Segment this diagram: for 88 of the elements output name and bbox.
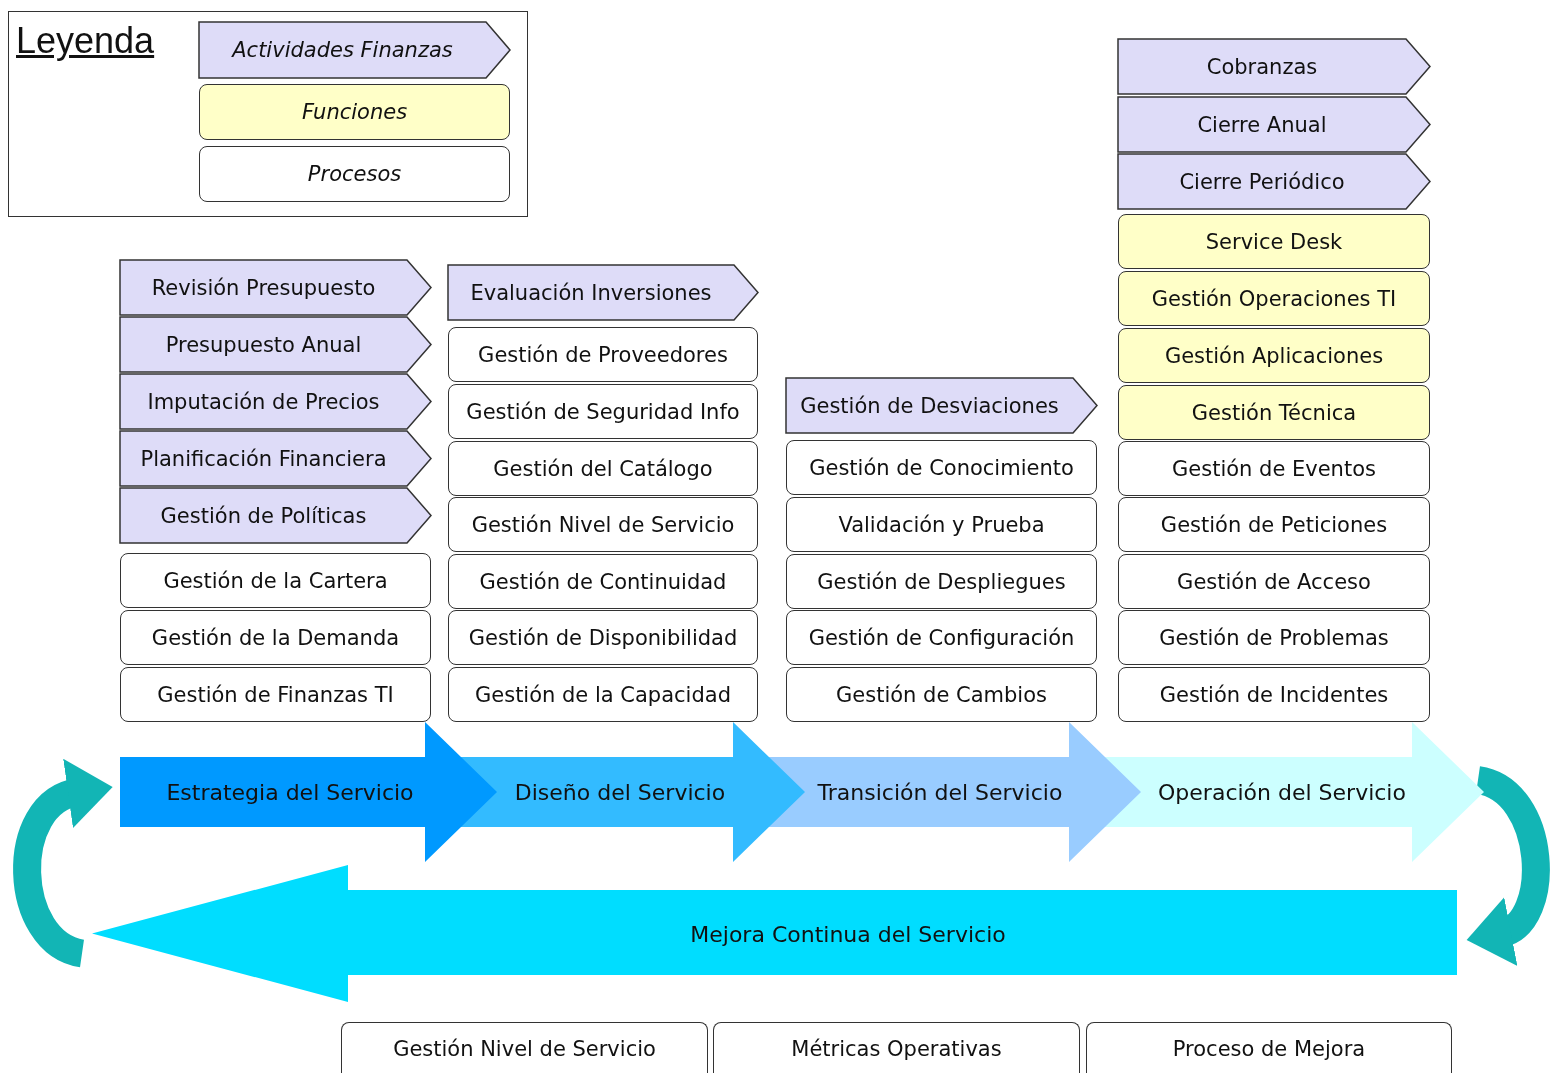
process-box [786,554,1097,609]
activity-label: Cobranzas [1206,54,1319,79]
box-label: Gestión Aplicaciones [1164,343,1384,368]
box-label: Gestión de Cambios [836,682,1047,707]
box-label: Gestión de Configuración [808,625,1075,650]
phase-label: Estrategia del Servicio [166,779,414,805]
box-label: Gestión Técnica [1191,400,1357,425]
activity-label: Imputación de Precios [147,389,381,414]
box-label: Gestión de Problemas [1159,625,1389,650]
improvement-label: Mejora Continua del Servicio [690,921,1006,946]
phase-label: Transición del Servicio [817,779,1063,805]
box-label: Gestión de Peticiones [1160,512,1388,537]
process-box [1118,667,1430,722]
box-label: Gestión de la Cartera [163,568,388,593]
phase-chevron-box [120,722,497,862]
activity-pentagon [120,374,431,429]
activity-pentagon [120,317,431,372]
box-label: Gestión de Finanzas TI [157,682,394,707]
function-box [1118,271,1430,326]
phase-chevron-box [1141,722,1484,862]
box-label: Validación y Prueba [838,512,1045,537]
phase-chevron-box [805,722,1141,862]
box-label: Gestión de Despliegues [817,569,1066,594]
activity-pentagon [786,378,1097,433]
box-label: Gestión de la Demanda [151,625,400,650]
activity-pentagon [120,260,431,315]
process-box [341,1022,708,1073]
legend-label: Procesos [307,162,402,186]
box-label: Gestión de Eventos [1172,456,1376,481]
process-box [713,1022,1080,1073]
process-box [120,610,431,665]
box-label: Service Desk [1205,229,1343,254]
activity-label: Gestión de Políticas [160,503,368,528]
process-box [786,610,1097,665]
process-box [448,497,758,552]
box-label: Gestión de Seguridad Info [466,399,740,424]
activity-label: Cierre Anual [1197,112,1328,137]
function-box [1118,328,1430,383]
activity-pentagon [1118,154,1430,209]
process-box [1118,441,1430,496]
activity-label: Gestión de Desviaciones [800,393,1060,418]
function-box [1118,214,1430,269]
process-box [1118,497,1430,552]
process-box [448,384,758,439]
process-box [120,667,431,722]
process-box [1118,554,1430,609]
activity-label: Cierre Periódico [1179,169,1346,194]
activity-label: Evaluación Inversiones [470,280,713,305]
process-box [120,553,431,608]
box-label: Gestión de Proveedores [478,342,728,367]
phase-chevron-box [497,722,805,862]
process-box [786,497,1097,552]
phase-label: Operación del Servicio [1158,779,1406,805]
function-box [1118,385,1430,440]
box-label: Gestión de Conocimiento [809,455,1074,480]
activity-pentagon [1118,39,1430,94]
process-box [448,610,758,665]
legend-title: Leyenda [16,20,155,62]
activity-pentagon [448,265,758,320]
box-label: Gestión de Incidentes [1159,682,1389,707]
activity-pentagon [120,488,431,543]
box-label: Gestión de Disponibilidad [468,625,738,650]
process-box [448,327,758,382]
box-label: Proceso de Mejora [1172,1036,1366,1061]
activity-label: Planificación Financiera [140,446,388,471]
process-box [786,667,1097,722]
box-label: Gestión Operaciones TI [1151,286,1397,311]
legend-label: Funciones [301,100,408,124]
box-label: Gestión del Catálogo [493,456,713,481]
box-label: Gestión de Continuidad [479,569,727,594]
process-box [448,667,758,722]
box-label: Métricas Operativas [791,1036,1002,1061]
process-box [448,441,758,496]
box-label: Gestión Nivel de Servicio [471,512,735,537]
box-label: Gestión de Acceso [1177,569,1371,594]
improvement-arrow [92,865,1457,1002]
box-label: Gestión Nivel de Servicio [393,1036,656,1061]
box-label: Gestión de la Capacidad [475,682,731,707]
process-box [786,440,1097,495]
activity-label: Revisión Presupuesto [151,275,377,300]
phase-label: Diseño del Servicio [514,779,726,805]
process-box [1118,610,1430,665]
activity-label: Presupuesto Anual [165,332,363,357]
process-box [448,554,758,609]
legend-label: Actividades Finanzas [232,38,454,62]
activity-pentagon [120,431,431,486]
process-box [1086,1022,1452,1073]
activity-pentagon [1118,97,1430,152]
